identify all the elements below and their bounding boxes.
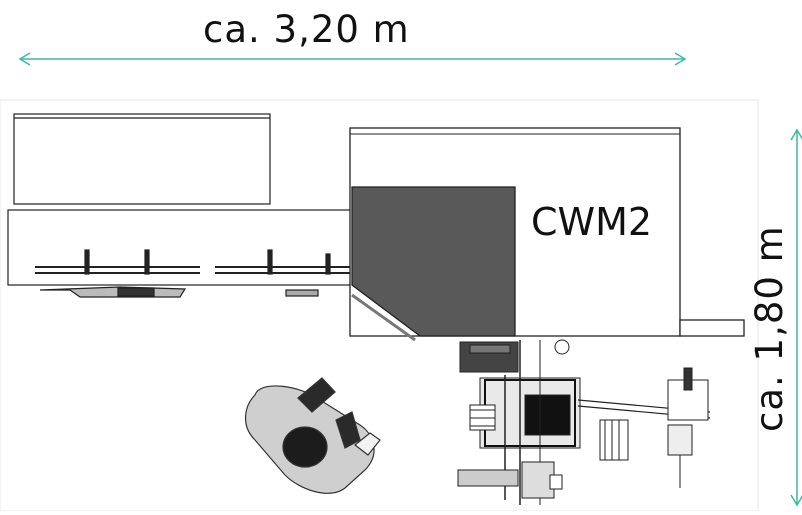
height-dimension-label: ca. 1,80 m [748, 225, 791, 432]
upper-bench [13, 113, 271, 205]
width-dimension-arrow [18, 52, 687, 66]
width-dimension-label: ca. 3,20 m [203, 8, 410, 51]
mechanical-assembly [457, 339, 711, 505]
conveyor [7, 209, 354, 298]
height-dimension-arrow [790, 128, 802, 507]
machine-name-label: CWM2 [531, 200, 653, 244]
robot-arm [245, 377, 381, 494]
cwm2-housing [349, 127, 745, 342]
